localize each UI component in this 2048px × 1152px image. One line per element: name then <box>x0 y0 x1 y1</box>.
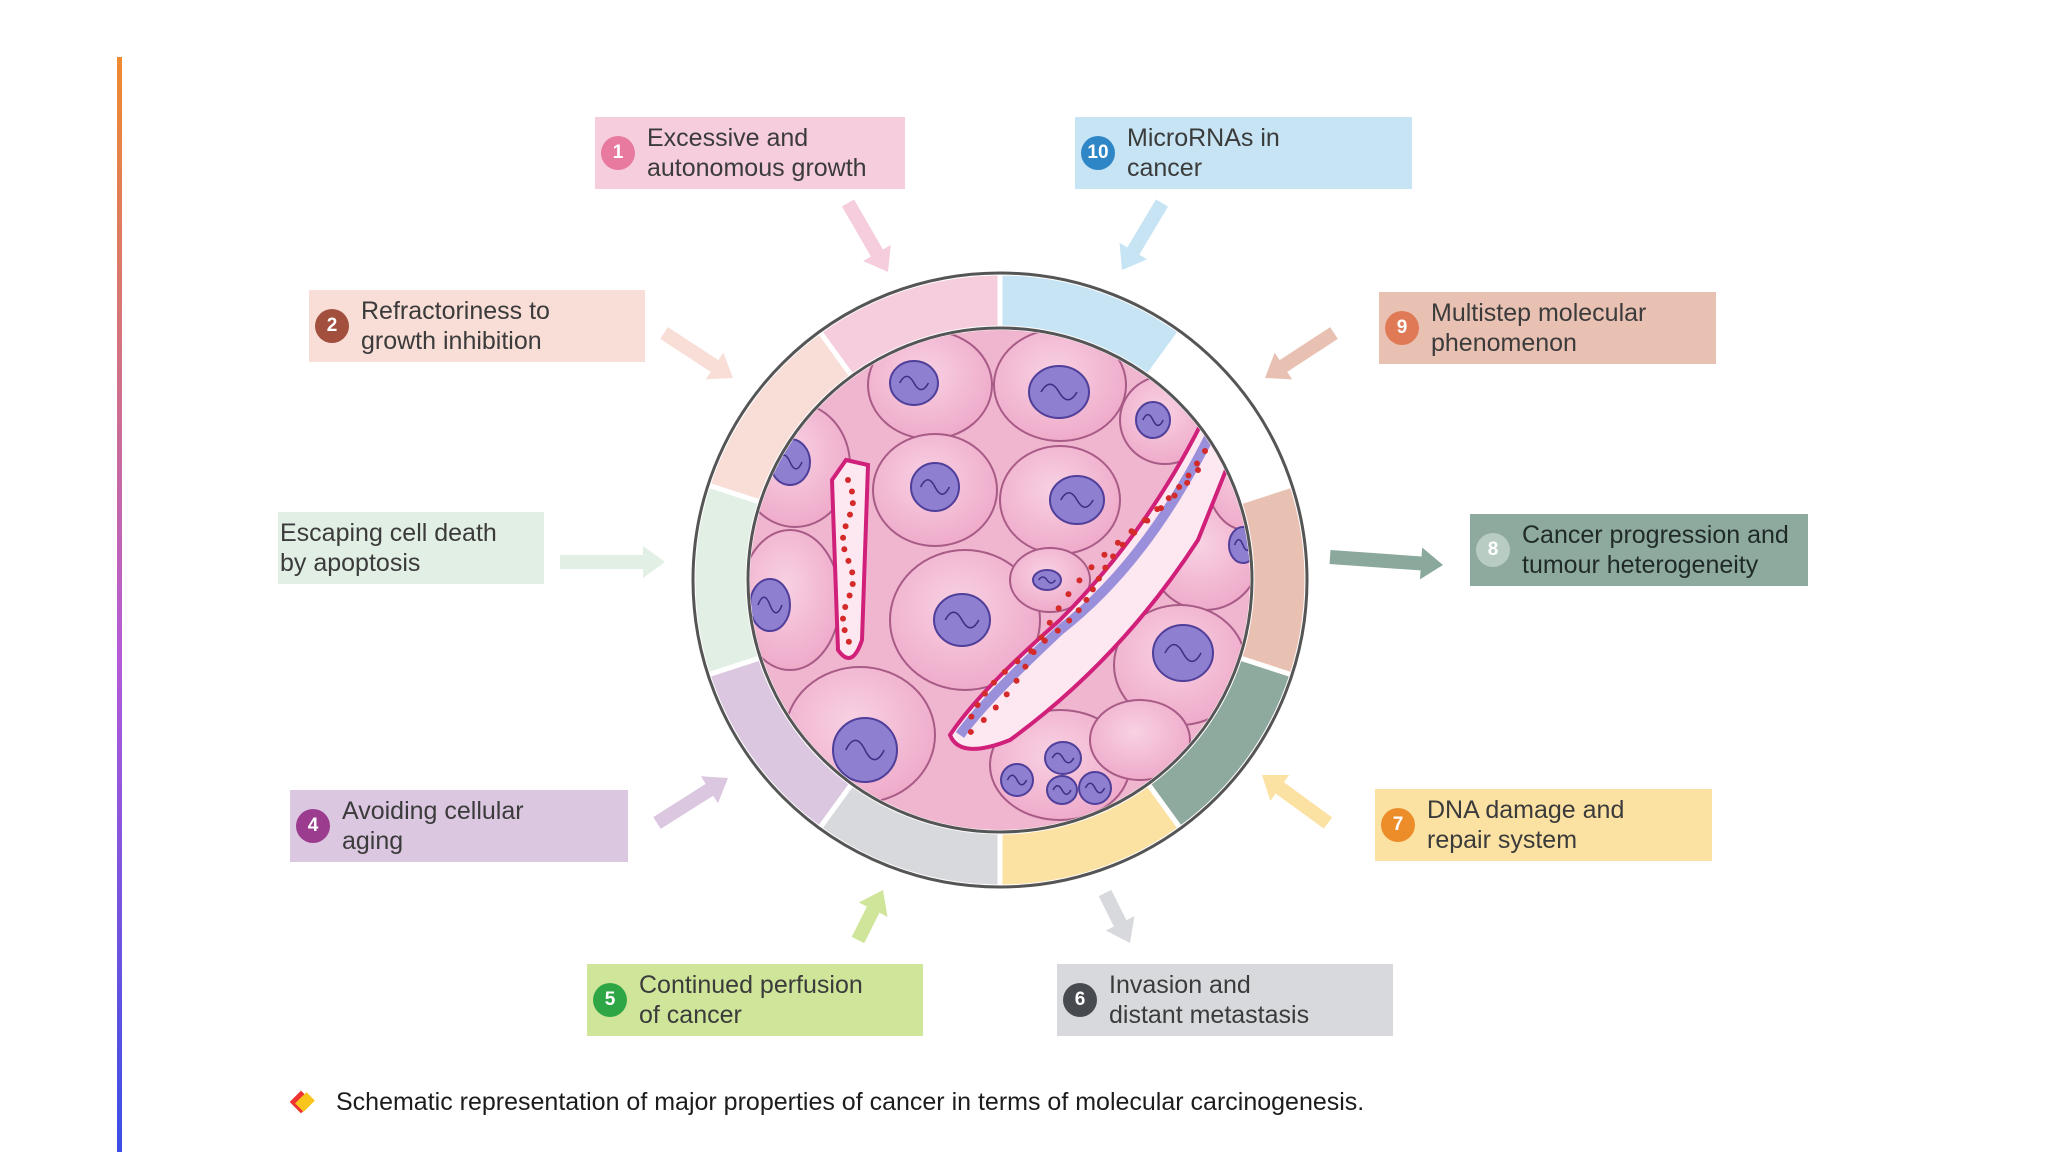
arrow-3 <box>560 546 665 578</box>
property-number-badge: 1 <box>601 136 635 170</box>
property-label: Cancer progression and tumour heterogene… <box>1522 521 1789 579</box>
figure-caption: Schematic representation of major proper… <box>290 1085 1364 1119</box>
property-number-badge: 8 <box>1476 533 1510 567</box>
property-number-badge: 10 <box>1081 136 1115 170</box>
property-box-5: 5 Continued perfusion of cancer <box>587 964 923 1036</box>
diamond-bullet-icon <box>290 1091 312 1113</box>
property-number-badge: 7 <box>1381 808 1415 842</box>
property-number-badge: 5 <box>593 983 627 1017</box>
property-box-4: 4 Avoiding cellular aging <box>290 790 628 862</box>
property-box-2: 2 Refractoriness to growth inhibition <box>309 290 645 362</box>
property-box-9: 9 Multistep molecular phenomenon <box>1379 292 1716 364</box>
property-label: Invasion and distant metastasis <box>1109 971 1310 1029</box>
property-box-6: 6 Invasion and distant metastasis <box>1057 964 1393 1036</box>
property-number-badge: 2 <box>315 309 349 343</box>
property-label: Excessive and autonomous growth <box>647 124 867 182</box>
property-box-8: 8 Cancer progression and tumour heterogen… <box>1470 514 1808 586</box>
arrow-5 <box>851 890 888 944</box>
arrow-2 <box>660 327 733 380</box>
arrow-10 <box>1119 199 1169 270</box>
outer-ring-outline <box>691 271 1309 889</box>
property-number-badge: 9 <box>1385 311 1419 345</box>
property-box-3: Escaping cell death by apoptosis <box>278 512 544 584</box>
caption-text: Schematic representation of major proper… <box>336 1087 1365 1116</box>
property-box-10: 10 MicroRNAs in cancer <box>1075 117 1412 189</box>
arrows <box>560 199 1443 944</box>
arrow-7 <box>1262 775 1333 829</box>
arrow-6 <box>1098 889 1135 943</box>
property-label: Refractoriness to growth inhibition <box>361 297 550 355</box>
property-box-7: 7 DNA damage and repair system <box>1375 789 1712 861</box>
property-number-badge: 6 <box>1063 983 1097 1017</box>
arrow-9 <box>1265 327 1338 380</box>
arrow-1 <box>841 199 891 272</box>
property-number-badge: 4 <box>296 809 330 843</box>
property-label: DNA damage and repair system <box>1427 796 1625 854</box>
property-label: Multistep molecular phenomenon <box>1431 299 1647 357</box>
inner-ring-outline <box>746 326 1254 834</box>
property-box-1: 1 Excessive and autonomous growth <box>595 117 905 189</box>
tumour-tissue-illustration <box>750 330 1250 830</box>
arrow-8 <box>1329 547 1443 580</box>
arrow-4 <box>653 776 728 829</box>
property-label: MicroRNAs in cancer <box>1127 124 1280 182</box>
property-label: Escaping cell death by apoptosis <box>280 519 497 577</box>
property-label: Continued perfusion of cancer <box>639 971 863 1029</box>
property-label: Avoiding cellular aging <box>342 797 524 855</box>
slide-accent-bar <box>117 57 122 1152</box>
